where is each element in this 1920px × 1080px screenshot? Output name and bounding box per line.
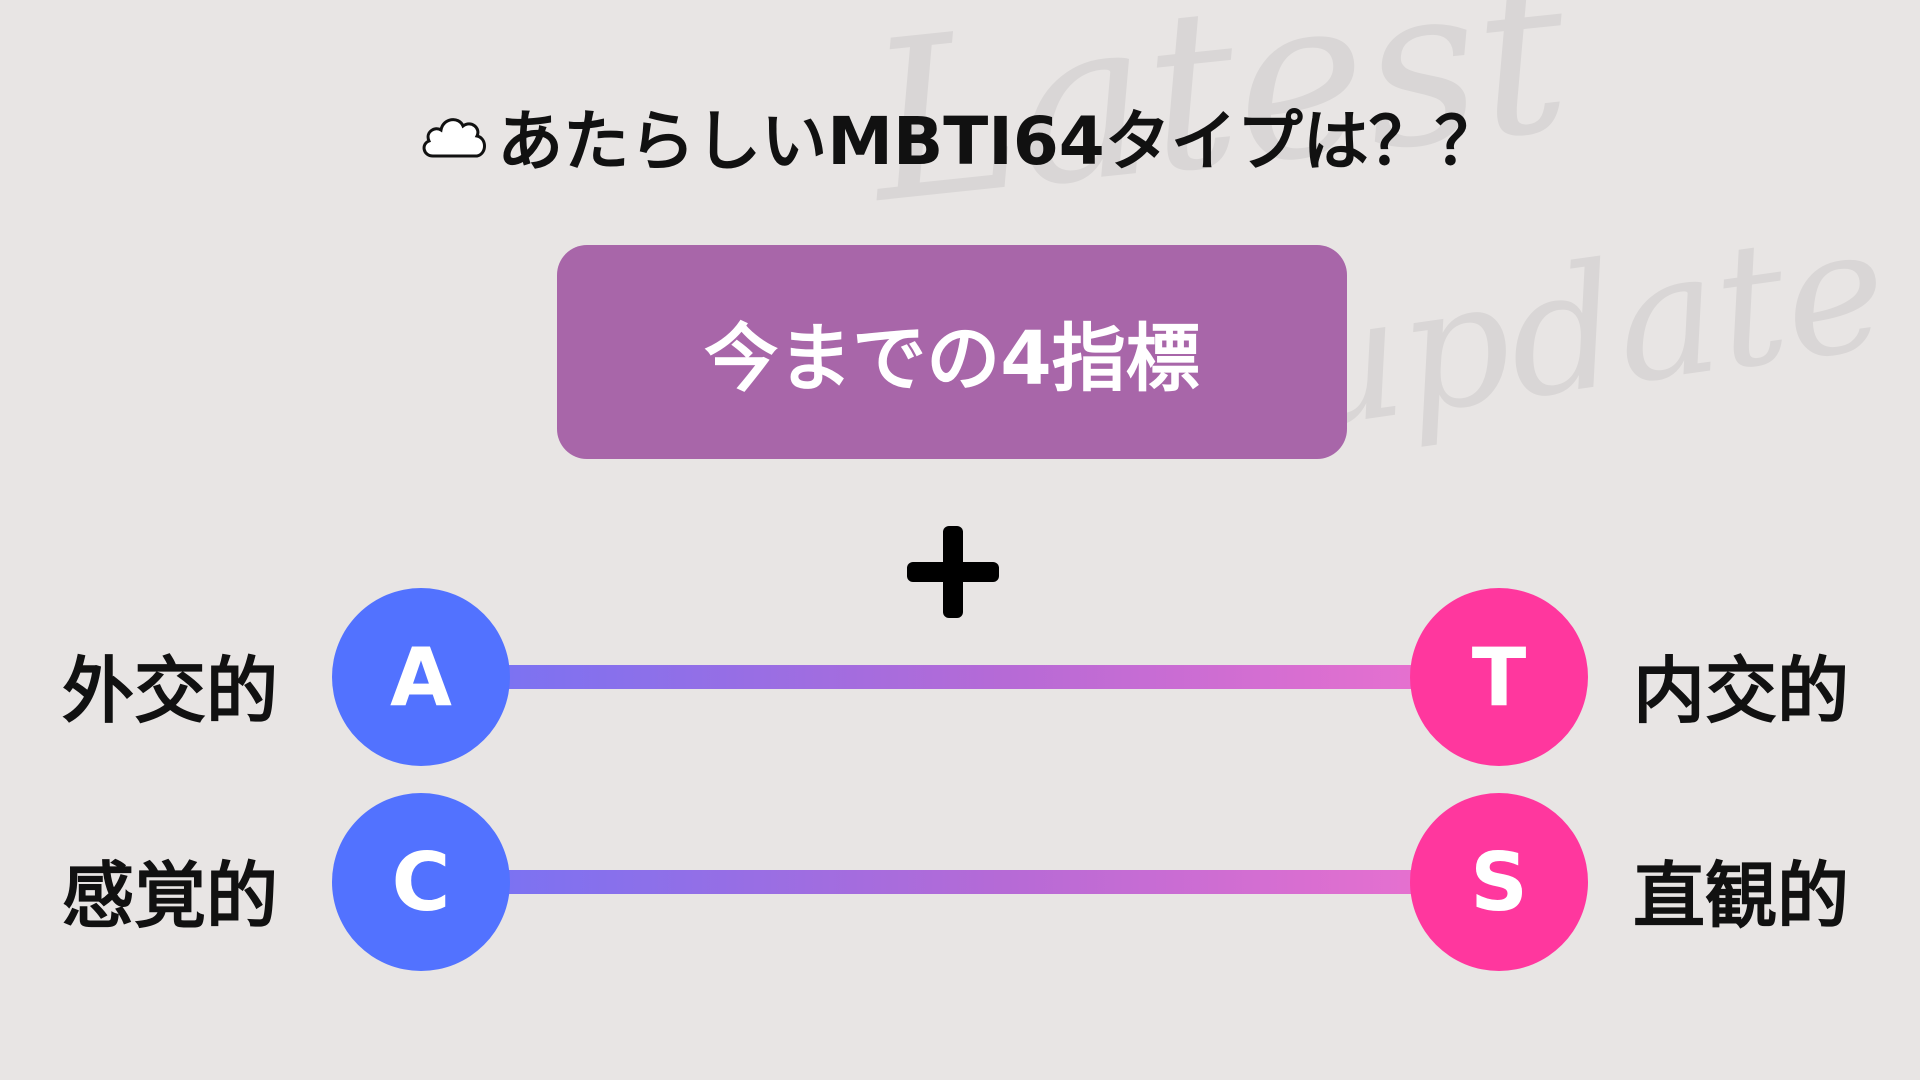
title-text: あたらしいMBTI64タイプは？？ <box>497 103 1501 180</box>
axis-bar <box>500 870 1420 894</box>
letter-circle-a: A <box>332 588 510 766</box>
box-text: 今までの4指標 <box>704 315 1200 402</box>
axis-right-label: 直観的 <box>1633 854 1850 938</box>
letter-circle-s: S <box>1410 793 1588 971</box>
cloud-icon <box>422 118 487 158</box>
plus-icon <box>907 526 999 618</box>
page-title: あたらしいMBTI64タイプは？？ <box>0 88 1920 184</box>
axis-left-label: 外交的 <box>62 649 279 733</box>
four-indicators-box: 今までの4指標 <box>557 245 1347 459</box>
letter-circle-t: T <box>1410 588 1588 766</box>
watermark-update: update <box>1279 189 1899 469</box>
letter-circle-c: C <box>332 793 510 971</box>
axis-right-label: 内交的 <box>1633 649 1850 733</box>
axis-left-label: 感覚的 <box>62 854 279 938</box>
axis-bar <box>500 665 1420 689</box>
